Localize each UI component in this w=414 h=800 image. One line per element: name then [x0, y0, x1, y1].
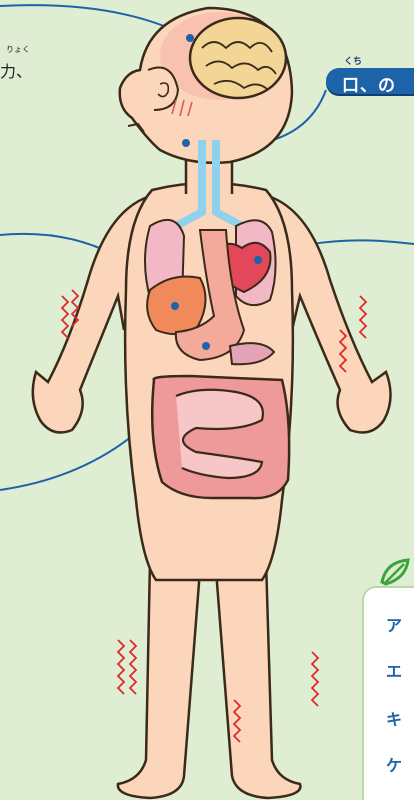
brain-pointer-dot	[186, 34, 194, 42]
stomach-pointer-dot	[202, 342, 210, 350]
mouth-callout-pill: 口、の	[326, 68, 414, 94]
card-item-ki: キ	[386, 706, 402, 730]
mouth-ruby: くち	[344, 54, 362, 67]
squiggle-right-arm	[360, 296, 366, 338]
card-item-e: エ	[386, 658, 402, 682]
green-leaf-icon	[378, 556, 414, 588]
trachea-pointer-dot	[182, 139, 190, 147]
top-left-text: 力、	[0, 58, 32, 82]
answer-card: ア エ キ ケ	[362, 586, 414, 800]
right-leg	[216, 560, 300, 798]
left-leg	[118, 560, 200, 798]
card-item-ke: ケ	[386, 752, 402, 776]
mouth-callout-label: 口、の	[342, 71, 396, 96]
card-item-a: ア	[386, 612, 402, 636]
squiggle-left-arm	[62, 296, 68, 338]
top-left-ruby: りょく	[6, 44, 30, 55]
squiggle-right-leg-2	[312, 652, 318, 706]
squiggle-left-leg	[118, 640, 124, 694]
brain	[190, 18, 286, 98]
liver-pointer-dot	[171, 302, 179, 310]
squiggle-left-leg-2	[130, 640, 136, 694]
heart-pointer-dot	[254, 256, 262, 264]
